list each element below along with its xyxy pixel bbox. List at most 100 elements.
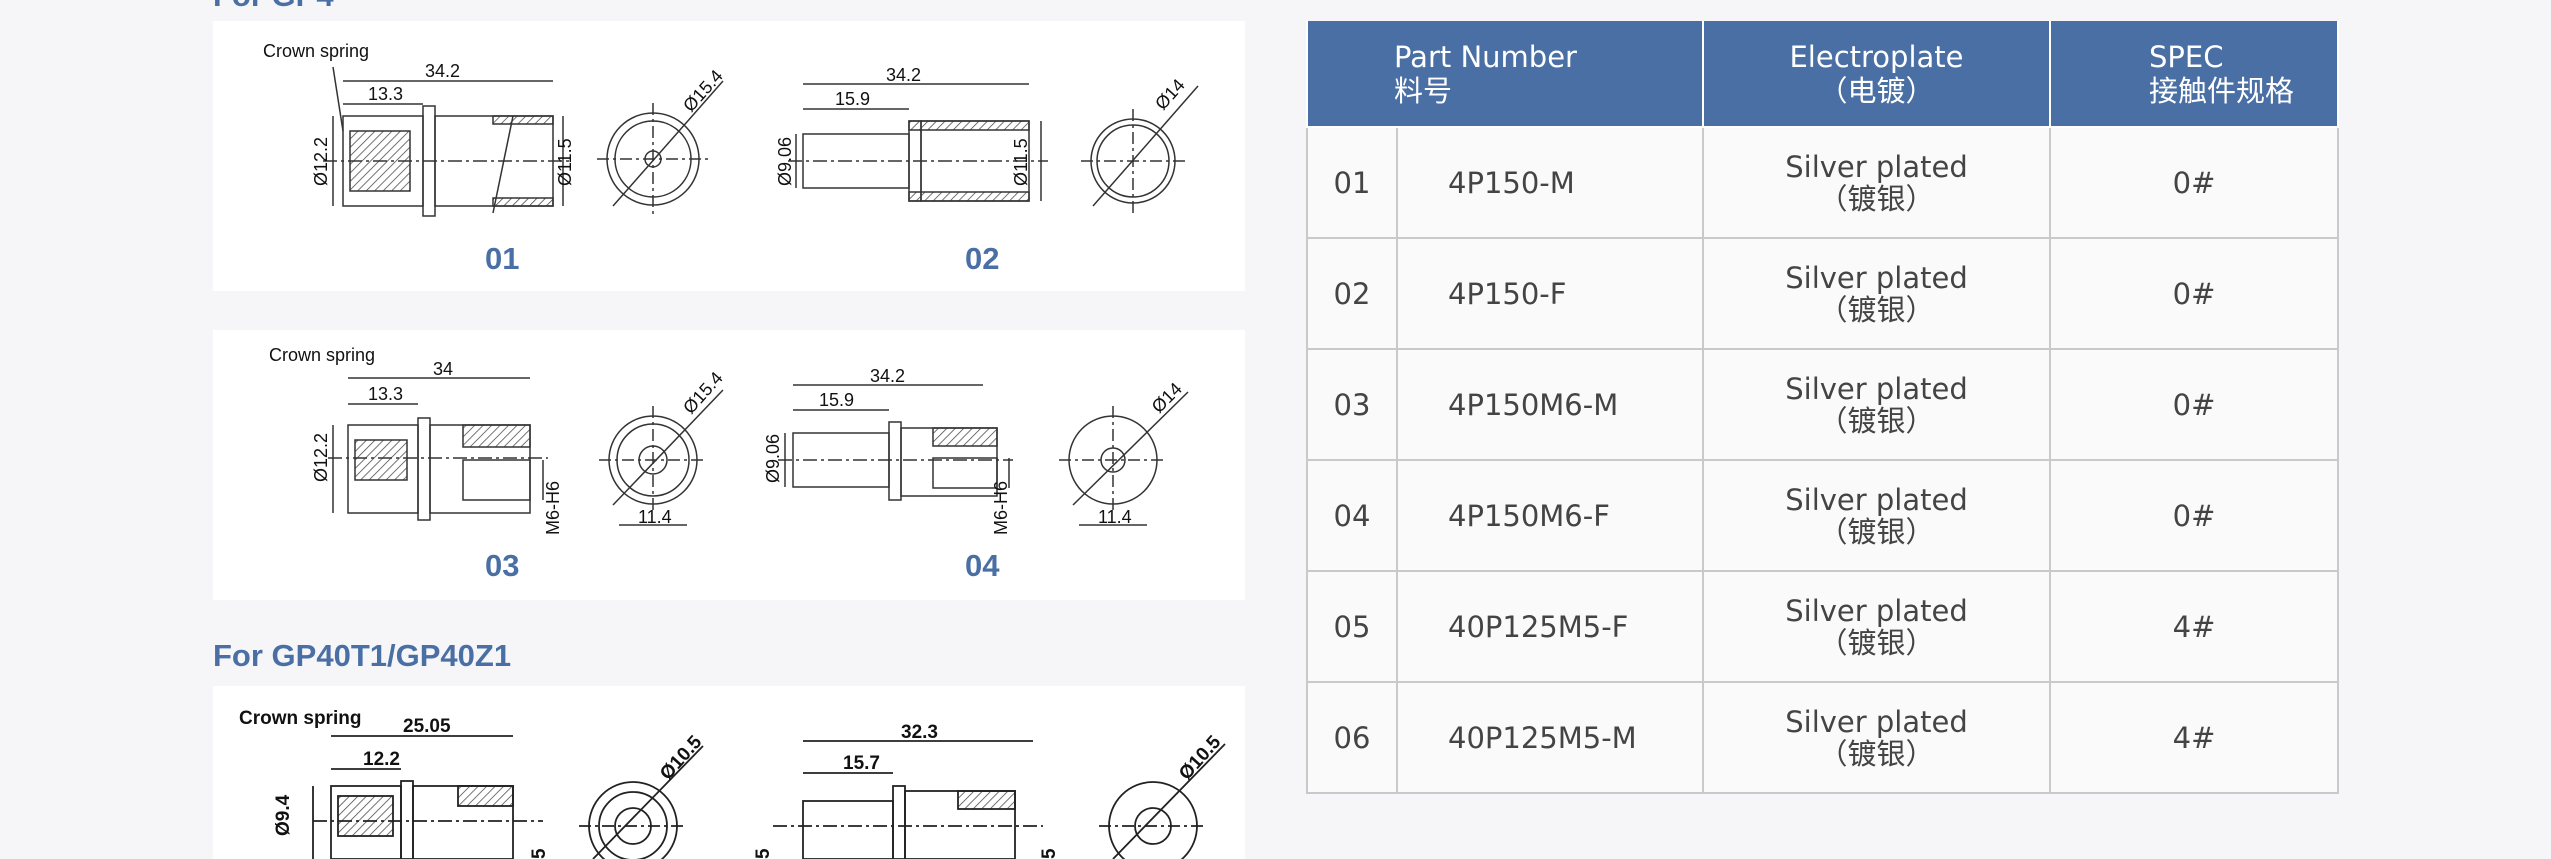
part-number-cell: 4P150-M <box>1396 126 1704 239</box>
electroplate-en: Silver plated <box>1785 260 1968 295</box>
dim-5-06a: 5 <box>753 848 774 859</box>
dim-34-03: 34 <box>433 359 453 379</box>
dim-25-05-05: 25.05 <box>403 716 451 737</box>
header-electroplate-cn: （电镀） <box>1818 73 1935 108</box>
table-row: 03 4P150M6-M Silver plated（镀银） 0# <box>1306 348 2339 461</box>
drawing-01-end-view <box>597 80 724 215</box>
figure-label-02: 02 <box>965 241 1000 276</box>
part-number-cell: 40P125M5-F <box>1396 570 1704 683</box>
header-part-number: Part Number 料号 <box>1306 21 1704 128</box>
row-number: 03 <box>1306 348 1398 461</box>
spec-cell: 0# <box>2049 459 2339 572</box>
part-number-cell: 4P150M6-F <box>1396 459 1704 572</box>
row-number: 04 <box>1306 459 1398 572</box>
crown-spring-label-05: Crown spring <box>239 708 361 729</box>
electroplate-en: Silver plated <box>1785 704 1968 739</box>
figure-label-04: 04 <box>965 548 1000 583</box>
dim-15-9-02: 15.9 <box>835 89 870 109</box>
drawing-06-side-view <box>773 740 1043 859</box>
row-number: 01 <box>1306 126 1398 239</box>
header-spec-cn: 接触件规格 <box>2149 73 2295 108</box>
header-spec: SPEC 接触件规格 <box>2049 21 2339 128</box>
drawing-06-end-view <box>1099 743 1226 859</box>
electroplate-en: Silver plated <box>1785 482 1968 517</box>
electroplate-cn: （镀银） <box>1818 625 1935 660</box>
electroplate-cn: （镀银） <box>1818 181 1935 216</box>
part-number-cell: 4P150M6-M <box>1396 348 1704 461</box>
spec-cell: 0# <box>2049 126 2339 239</box>
figure-label-01: 01 <box>485 241 520 276</box>
electroplate-en: Silver plated <box>1785 149 1968 184</box>
dim-11-4-04: 11.4 <box>1098 507 1132 527</box>
technical-drawing-01-02: Crown spring 34.2 13.3 Ø12.2 Ø11.5 Ø15.4 <box>263 41 1199 217</box>
dim-32-3-06: 32.3 <box>901 722 938 743</box>
electroplate-cn: （镀银） <box>1818 736 1935 771</box>
drawing-03-side-view <box>328 377 548 521</box>
spec-cell: 4# <box>2049 681 2339 794</box>
technical-drawing-03-04: Crown spring 34 13.3 Ø12.2 M6-H6 Ø15.4 1… <box>269 345 1189 535</box>
drawing-03-end-view <box>599 389 724 526</box>
dim-13-3-01: 13.3 <box>368 84 403 104</box>
drawing-04-side-view <box>778 384 1013 501</box>
electroplate-cn: （镀银） <box>1818 292 1935 327</box>
dim-11-5-02: Ø11.5 <box>1011 138 1031 186</box>
dim-10-5-05: Ø10.5 <box>656 732 707 785</box>
electroplate-cell: Silver plated（镀银） <box>1702 570 2051 683</box>
dim-34-2-04: 34.2 <box>870 366 905 386</box>
part-spec-table: Part Number 料号 Electroplate （电镀） SPEC 接触… <box>1306 21 2339 794</box>
technical-drawing-05-06: Crown spring 25.05 12.2 Ø9.4 5 Ø10.5 32.… <box>239 708 1226 859</box>
drawing-05-end-view <box>579 745 704 859</box>
electroplate-en: Silver plated <box>1785 593 1968 628</box>
dim-9-06-02: Ø9.06 <box>775 137 795 186</box>
electroplate-cn: （镀银） <box>1818 403 1935 438</box>
dim-14-02: Ø14 <box>1151 75 1189 114</box>
section-title-partial: For GP4 <box>213 0 334 14</box>
electroplate-en: Silver plated <box>1785 371 1968 406</box>
part-number-cell: 4P150-F <box>1396 237 1704 350</box>
drawing-panel-03-04: Crown spring 34 13.3 Ø12.2 M6-H6 Ø15.4 1… <box>213 330 1245 600</box>
figure-label-03: 03 <box>485 548 520 583</box>
dim-12-2-03: Ø12.2 <box>311 433 331 482</box>
electroplate-cell: Silver plated（镀银） <box>1702 237 2051 350</box>
dim-11-4-03: 11.4 <box>638 507 672 527</box>
electroplate-cell: Silver plated（镀银） <box>1702 459 2051 572</box>
table-row: 02 4P150-F Silver plated（镀银） 0# <box>1306 237 2339 350</box>
drawing-05-side-view <box>312 735 543 859</box>
drawing-02-side-view <box>788 83 1048 202</box>
dim-10-5-06: Ø10.5 <box>1175 732 1226 785</box>
dim-15-7-06: 15.7 <box>843 753 880 774</box>
part-number-cell: 40P125M5-M <box>1396 681 1704 794</box>
header-part-number-cn: 料号 <box>1394 73 1453 108</box>
row-number: 05 <box>1306 570 1398 683</box>
dim-13-3-03: 13.3 <box>368 384 403 404</box>
dim-12-2-05: 12.2 <box>363 749 400 770</box>
crown-spring-label-03: Crown spring <box>269 345 375 365</box>
dim-34-2-01: 34.2 <box>425 61 460 81</box>
drawing-02-end-view <box>1081 85 1199 213</box>
dim-5-06b: 5 <box>1039 848 1060 859</box>
row-number: 06 <box>1306 681 1398 794</box>
drawing-panel-05-06: Crown spring 25.05 12.2 Ø9.4 5 Ø10.5 32.… <box>213 686 1245 859</box>
spec-cell: 0# <box>2049 237 2339 350</box>
dim-9-06-04: Ø9.06 <box>763 434 783 483</box>
spec-cell: 4# <box>2049 570 2339 683</box>
dim-11-5-01: Ø11.5 <box>555 138 575 186</box>
header-electroplate: Electroplate （电镀） <box>1702 21 2051 128</box>
dim-15-9-04: 15.9 <box>819 390 854 410</box>
dim-15-4-01: Ø15.4 <box>679 66 727 116</box>
drawing-panel-01-02: Crown spring 34.2 13.3 Ø12.2 Ø11.5 Ø15.4 <box>213 21 1245 291</box>
drawing-01-side-view <box>323 66 573 217</box>
electroplate-cn: （镀银） <box>1818 514 1935 549</box>
table-row: 01 4P150-M Silver plated（镀银） 0# <box>1306 126 2339 239</box>
dim-14-04: Ø14 <box>1148 379 1186 417</box>
drawing-04-end-view <box>1059 391 1189 526</box>
electroplate-cell: Silver plated（镀银） <box>1702 126 2051 239</box>
dim-9-4-05: Ø9.4 <box>273 794 294 836</box>
table-row: 05 40P125M5-F Silver plated（镀银） 4# <box>1306 570 2339 683</box>
header-part-number-en: Part Number <box>1394 39 1577 74</box>
dim-m6-h6-03: M6-H6 <box>543 481 563 535</box>
dim-m6-h6-04: M6-H6 <box>991 481 1011 535</box>
electroplate-cell: Silver plated（镀银） <box>1702 681 2051 794</box>
electroplate-cell: Silver plated（镀银） <box>1702 348 2051 461</box>
header-electroplate-en: Electroplate <box>1789 39 1964 74</box>
